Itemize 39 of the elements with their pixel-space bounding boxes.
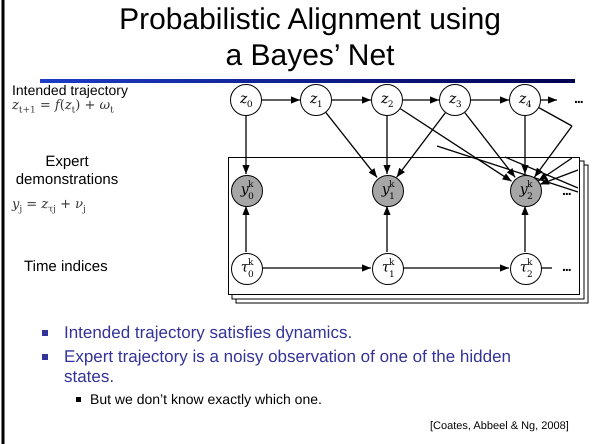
variable-node: z$_{3}$ xyxy=(439,84,471,116)
variable-node: z$_{1}$ xyxy=(300,84,332,116)
arrow xyxy=(383,116,391,174)
variable-node: z$_{2}$ xyxy=(371,84,403,116)
arrow xyxy=(541,96,557,104)
variable-node: z$_{0}$ xyxy=(230,84,262,116)
arrow xyxy=(521,116,529,174)
arrow xyxy=(403,264,509,272)
citation: [Coates, Abbeel & Ng, 2008] xyxy=(430,420,569,432)
arrow xyxy=(534,126,573,178)
arrow xyxy=(540,169,578,185)
bullet-text: Expert trajectory is a noisy observation of one of the hidden states. xyxy=(64,347,512,388)
row-label: Expert demonstrations xyxy=(14,153,120,189)
arrow xyxy=(383,206,391,252)
arrow xyxy=(325,112,378,178)
formula: y$_{j}$ = z$_{τj}$ + ν$_{j}$ xyxy=(12,197,86,215)
row-label: Intended trajectory xyxy=(12,82,128,98)
arrow xyxy=(400,108,512,182)
arrow xyxy=(403,96,439,104)
arrow xyxy=(242,206,250,252)
ellipsis: ... xyxy=(574,90,583,106)
bullet-text: Intended trajectory satisfies dynamics. xyxy=(64,323,354,344)
variable-node: z$_{4}$ xyxy=(509,84,541,116)
arrow xyxy=(396,112,446,178)
arrow xyxy=(471,96,509,104)
arrow xyxy=(538,157,572,182)
arrow xyxy=(464,112,516,178)
arrow xyxy=(262,96,300,104)
sub-bullet-text: But we don’t know exactly which one. xyxy=(90,391,323,408)
ellipsis: ... xyxy=(562,182,571,198)
arrow xyxy=(521,206,529,252)
arrow xyxy=(242,116,250,174)
arrow xyxy=(332,96,371,104)
plate-box xyxy=(228,157,580,295)
formula: z$_{t+1}$ = f(z$_{t}$) + ω$_{t}$ xyxy=(12,98,114,116)
ellipsis: ... xyxy=(562,258,571,274)
slide-title: Probabilistic Alignment using a Bayes’ Net xyxy=(118,2,502,74)
row-label: Time indices xyxy=(24,258,108,275)
arrow xyxy=(262,264,371,272)
